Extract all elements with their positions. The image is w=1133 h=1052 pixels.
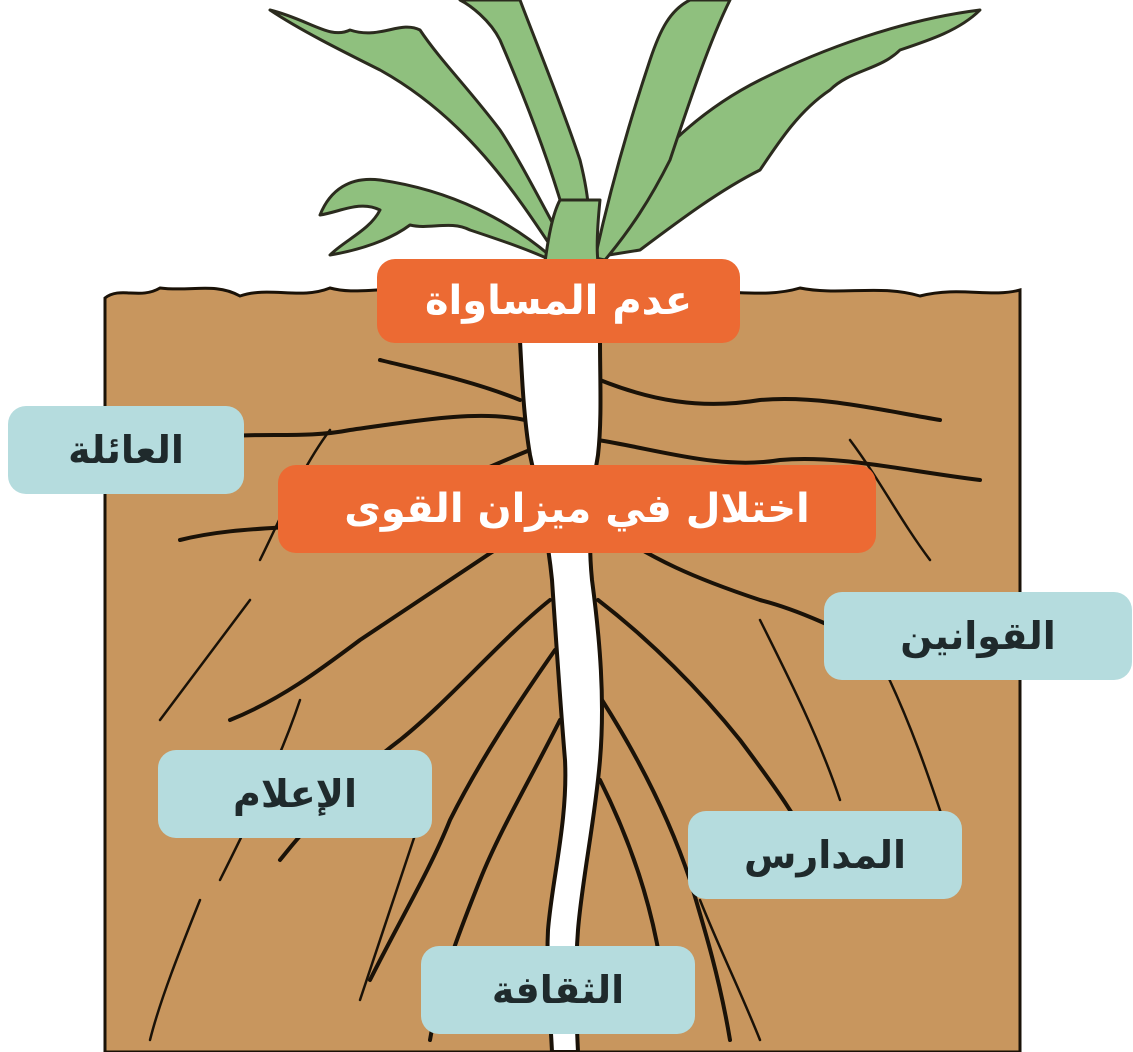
factor-label-laws: القوانين: [824, 592, 1132, 680]
root-label-inequality: عدم المساواة: [377, 259, 740, 343]
leaf-stem: [545, 200, 600, 262]
factor-label-culture: الثقافة: [421, 946, 695, 1034]
factor-label-media: الإعلام: [158, 750, 432, 838]
root-label-power-imbalance: اختلال في ميزان القوى: [278, 465, 876, 553]
factor-label-family: العائلة: [8, 406, 244, 494]
plant-leaves: [270, 0, 980, 262]
factor-label-schools: المدارس: [688, 811, 962, 899]
